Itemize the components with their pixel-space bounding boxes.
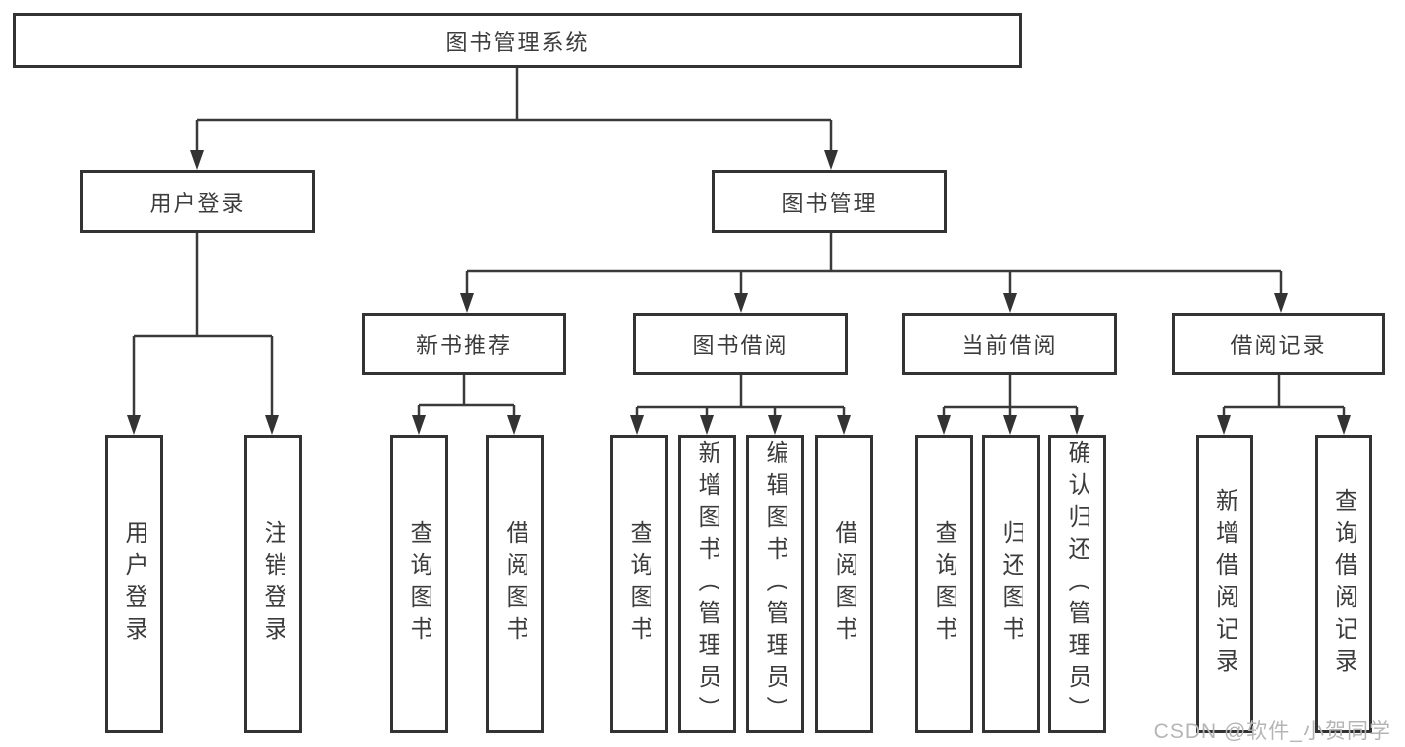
node-borrowing-records: 借阅记录: [1172, 313, 1385, 375]
leaf-edit-books-admin: 编辑图书（管理员）: [746, 435, 804, 733]
leaf-label: 查询借阅记录: [1331, 488, 1356, 680]
leaf-add-books-admin: 新增图书（管理员）: [678, 435, 736, 733]
leaf-user-login: 用户登录: [105, 435, 163, 733]
leaf-query-books: 查询图书: [390, 435, 448, 733]
leaf-label: 编辑图书（管理员）: [763, 440, 787, 728]
leaf-borrow-books: 借阅图书: [815, 435, 873, 733]
leaf-confirm-return-admin: 确认归还（管理员）: [1048, 435, 1106, 733]
leaf-label: 查询图书: [932, 520, 956, 648]
node-book-borrowing: 图书借阅: [633, 313, 848, 375]
leaf-label: 确认归还（管理员）: [1065, 440, 1089, 728]
node-book-management: 图书管理: [712, 170, 947, 233]
leaf-label: 新增图书（管理员）: [695, 440, 719, 728]
leaf-add-borrow-record: 新增借阅记录: [1196, 435, 1253, 733]
node-user-login: 用户登录: [80, 170, 315, 233]
leaf-label: 借阅图书: [832, 520, 856, 648]
node-system-root: 图书管理系统: [13, 13, 1022, 68]
leaf-logout: 注销登录: [244, 435, 302, 733]
leaf-query-books: 查询图书: [610, 435, 668, 733]
leaf-return-books: 归还图书: [982, 435, 1040, 733]
leaf-borrow-books: 借阅图书: [486, 435, 544, 733]
leaf-label: 新增借阅记录: [1212, 488, 1237, 680]
leaf-label: 查询图书: [407, 520, 431, 648]
node-current-borrowing: 当前借阅: [902, 313, 1117, 375]
leaf-query-borrow-record: 查询借阅记录: [1315, 435, 1372, 733]
leaf-label: 查询图书: [627, 520, 651, 648]
arrowheads: [127, 150, 1351, 435]
node-new-book-recommendation: 新书推荐: [362, 313, 566, 375]
leaf-label: 归还图书: [999, 520, 1023, 648]
csdn-watermark: CSDN @软件_小贺同学: [1153, 720, 1391, 743]
leaf-label: 用户登录: [122, 520, 146, 648]
leaf-label: 注销登录: [261, 520, 285, 648]
leaf-query-books: 查询图书: [915, 435, 973, 733]
leaf-label: 借阅图书: [503, 520, 527, 648]
